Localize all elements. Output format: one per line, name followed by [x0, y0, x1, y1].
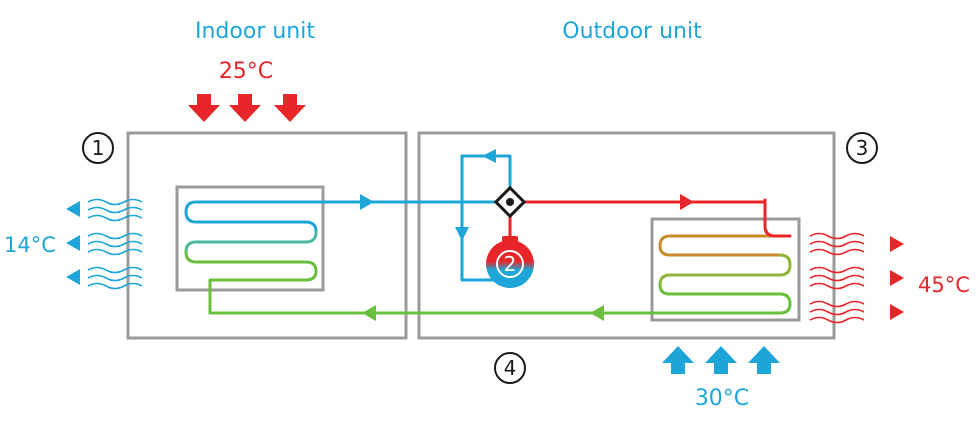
marker-2-label: 2	[504, 252, 517, 276]
warm-air-in-arrows	[188, 94, 306, 122]
cool-air-out	[66, 198, 143, 290]
red-discharge-line	[520, 200, 767, 215]
left-arrow-icon	[66, 269, 80, 285]
indoor-unit-box	[126, 131, 408, 340]
four-way-valve-icon	[493, 185, 527, 219]
indoor-air-in-temp: 25°C	[219, 59, 273, 84]
left-arrow-icon	[66, 201, 80, 217]
flow-arrow-icon	[455, 227, 469, 241]
up-arrow-icon	[748, 346, 780, 374]
indoor-air-out-temp: 14°C	[4, 233, 56, 257]
marker-3-label: 3	[856, 136, 869, 160]
hot-air-out	[809, 232, 904, 324]
outdoor-air-in-arrows	[662, 346, 780, 374]
down-arrow-icon	[274, 94, 306, 122]
marker-4: 4	[494, 352, 526, 384]
compressor: 2	[486, 236, 534, 288]
flow-arrow-icon	[590, 305, 604, 321]
flow-arrow-icon	[680, 194, 694, 210]
outdoor-unit-box	[417, 131, 836, 340]
down-arrow-icon	[188, 94, 220, 122]
marker-1: 1	[82, 132, 114, 164]
outdoor-unit-label: Outdoor unit	[562, 19, 702, 44]
up-arrow-icon	[705, 346, 737, 374]
outdoor-coil-frame	[650, 217, 801, 322]
indoor-coil	[184, 200, 320, 282]
marker-1-label: 1	[92, 136, 105, 160]
indoor-coil-frame	[175, 185, 325, 292]
right-arrow-icon	[890, 236, 904, 252]
marker-4-label: 4	[504, 356, 517, 380]
right-arrow-icon	[890, 270, 904, 286]
flow-arrow-icon	[360, 194, 374, 210]
up-arrow-icon	[662, 346, 694, 374]
left-arrow-icon	[66, 235, 80, 251]
outdoor-coil	[658, 198, 792, 315]
marker-3: 3	[846, 132, 878, 164]
flow-arrow-icon	[362, 305, 376, 321]
flow-arrow-icon	[482, 149, 496, 163]
indoor-unit-label: Indoor unit	[195, 19, 315, 44]
down-arrow-icon	[229, 94, 261, 122]
blue-valve-loop	[460, 154, 512, 282]
green-liquid-line	[208, 280, 672, 315]
right-arrow-icon	[890, 304, 904, 320]
outdoor-air-in-temp: 30°C	[695, 386, 749, 411]
outdoor-air-out-temp: 45°C	[918, 273, 970, 297]
